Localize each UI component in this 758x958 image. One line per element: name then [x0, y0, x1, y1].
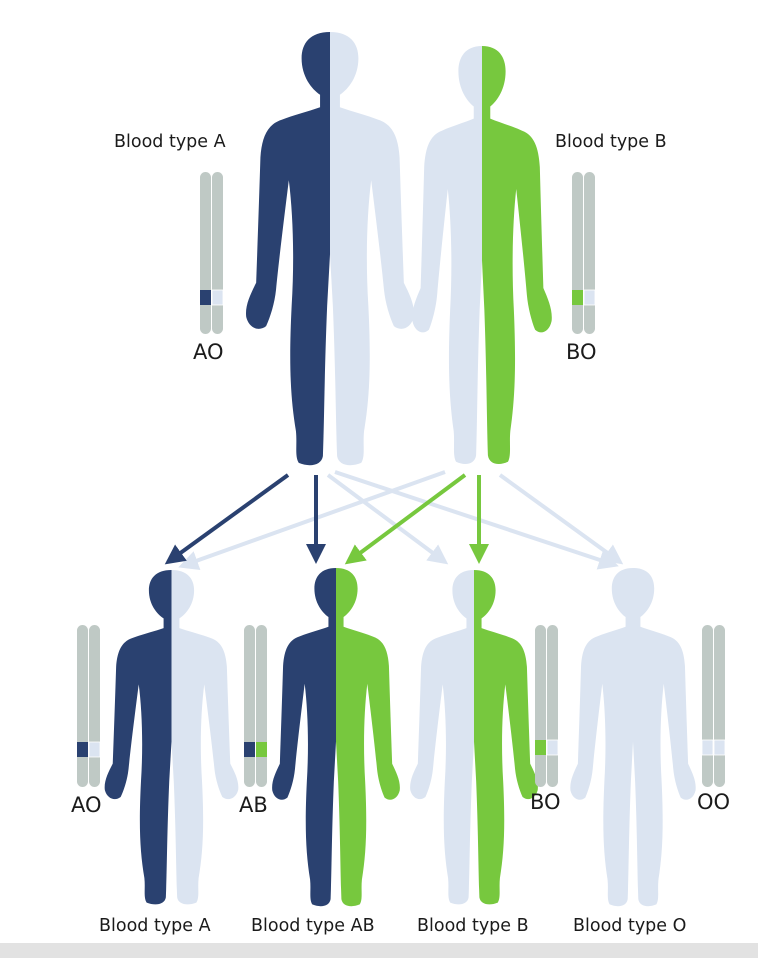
father-genotype-label: AO [193, 340, 224, 364]
allele-marker-o [701, 739, 714, 756]
chromosome-pair-child-b [535, 625, 559, 787]
allele-marker-b [256, 742, 267, 757]
arrow-father-o-to-child-o [334, 470, 619, 570]
child-b-genotype-label: BO [530, 790, 561, 814]
arrow-mother-b-to-child-ab [344, 473, 467, 565]
child-figure-b [410, 570, 538, 905]
chromosome-pair-mother [572, 172, 596, 334]
allele-marker-o [713, 739, 726, 756]
bottom-gray-bar [0, 943, 758, 958]
chromosome-pair-child-ab [244, 625, 267, 787]
mother-figure [412, 46, 552, 464]
arrow-father-o-to-child-b [326, 473, 449, 565]
child-a-blood-type-label: Blood type A [99, 916, 211, 936]
child-figure-o [570, 568, 696, 907]
allele-marker-o [211, 289, 224, 306]
arrow-mother-o-to-child-a [178, 470, 446, 571]
father-figure [245, 32, 415, 466]
allele-marker-a [200, 290, 211, 305]
child-b-blood-type-label: Blood type B [417, 916, 529, 936]
mother-blood-type-label: Blood type B [555, 132, 667, 152]
allele-marker-o [88, 741, 101, 758]
chromosome-pair-father [200, 172, 224, 334]
child-ab-genotype-label: AB [239, 793, 268, 817]
child-figure-a [104, 570, 239, 905]
allele-marker-b [535, 740, 546, 755]
child-a-genotype-label: AO [71, 793, 102, 817]
arrow-father-a-to-child-a [164, 473, 290, 565]
child-figure-ab [272, 568, 400, 907]
arrow-mother-o-to-child-o [498, 473, 624, 565]
allele-marker-a [77, 742, 88, 757]
child-ab-blood-type-label: Blood type AB [251, 916, 375, 936]
chromosome-pair-child-o [701, 625, 726, 787]
allele-marker-o [583, 289, 596, 306]
allele-marker-b [572, 290, 583, 305]
chromosome-pair-child-a [77, 625, 101, 787]
child-o-blood-type-label: Blood type O [573, 916, 687, 936]
father-blood-type-label: Blood type A [114, 132, 226, 152]
allele-marker-a [244, 742, 255, 757]
child-o-genotype-label: OO [697, 790, 731, 814]
mother-genotype-label: BO [566, 340, 597, 364]
allele-marker-o [546, 739, 559, 756]
inheritance-arrows [164, 470, 624, 571]
